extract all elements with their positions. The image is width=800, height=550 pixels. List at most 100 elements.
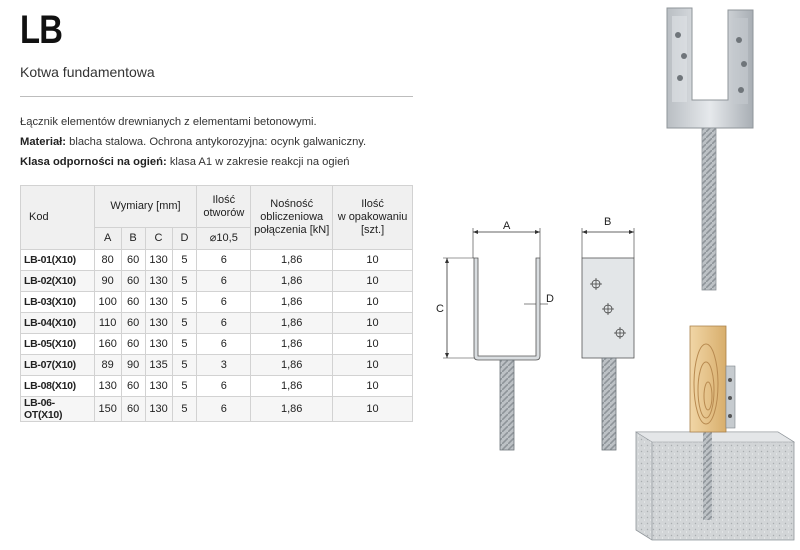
material-text: blacha stalowa. Ochrona antykorozyjna: o…: [69, 136, 367, 148]
front-view-drawing: A C D: [436, 220, 554, 451]
cell-c: 130: [144, 333, 173, 355]
cell-b: 60: [120, 270, 146, 292]
cell-load: 1,86: [250, 396, 334, 422]
cell-a: 89: [93, 354, 122, 376]
cell-holes: 6: [196, 333, 252, 355]
cell-qty: 10: [332, 396, 413, 422]
header-b: B: [120, 227, 146, 250]
cell-c: 130: [144, 249, 173, 271]
cell-qty: 10: [332, 249, 413, 271]
cell-d: 5: [171, 270, 198, 292]
cell-d: 5: [171, 375, 198, 397]
cell-a: 100: [93, 291, 122, 313]
cell-load: 1,86: [250, 270, 334, 292]
cell-b: 60: [120, 375, 146, 397]
cell-b: 60: [120, 333, 146, 355]
cell-kod: LB-03(X10): [20, 291, 95, 313]
cell-b: 60: [120, 291, 146, 313]
header-c: C: [144, 227, 173, 250]
cell-load: 1,86: [250, 249, 334, 271]
cell-qty: 10: [332, 333, 413, 355]
cell-load: 1,86: [250, 375, 334, 397]
cell-d: 5: [171, 354, 198, 376]
header-d: D: [171, 227, 198, 250]
installation-illustration: [634, 325, 796, 541]
description-fire-class: Klasa odporności na ogień: klasa A1 w za…: [20, 152, 366, 172]
cell-holes: 3: [196, 354, 252, 376]
description-material: Materiał: blacha stalowa. Ochrona antyko…: [20, 132, 366, 152]
cell-d: 5: [171, 333, 198, 355]
cell-load: 1,86: [250, 333, 334, 355]
anchor-photo: [666, 7, 754, 291]
cell-kod: LB-08(X10): [20, 375, 95, 397]
cell-a: 90: [93, 270, 122, 292]
cell-d: 5: [171, 291, 198, 313]
material-label: Materiał:: [20, 136, 67, 148]
cell-holes: 6: [196, 249, 252, 271]
cell-c: 130: [144, 291, 173, 313]
dim-label-a: A: [503, 220, 511, 232]
cell-qty: 10: [332, 354, 413, 376]
cell-b: 90: [120, 354, 146, 376]
product-description: Łącznik elementów drewnianych z elementa…: [20, 112, 366, 172]
cell-qty: 10: [332, 312, 413, 334]
drawings-svg: A C D B: [436, 7, 796, 541]
cell-c: 130: [144, 396, 173, 422]
cell-holes: 6: [196, 291, 252, 313]
cell-holes: 6: [196, 375, 252, 397]
cell-d: 5: [171, 249, 198, 271]
cell-kod: LB-02(X10): [20, 270, 95, 292]
cell-c: 130: [144, 270, 173, 292]
technical-drawings: A C D B: [430, 0, 800, 550]
cell-load: 1,86: [250, 291, 334, 313]
cell-c: 135: [144, 354, 173, 376]
side-view-drawing: B: [581, 216, 635, 451]
cell-qty: 10: [332, 291, 413, 313]
cell-a: 80: [93, 249, 122, 271]
cell-a: 160: [93, 333, 122, 355]
cell-qty: 10: [332, 270, 413, 292]
header-hole-diameter: ⌀10,5: [196, 227, 252, 250]
cell-b: 60: [120, 312, 146, 334]
cell-kod: LB-07(X10): [20, 354, 95, 376]
dim-label-d: D: [546, 293, 554, 305]
fire-label: Klasa odporności na ogień:: [20, 156, 167, 168]
cell-kod: LB-04(X10): [20, 312, 95, 334]
dim-label-c: C: [436, 303, 444, 315]
cell-a: 150: [93, 396, 122, 422]
cell-load: 1,86: [250, 312, 334, 334]
page-subtitle: Kotwa fundamentowa: [20, 64, 155, 80]
cell-load: 1,86: [250, 354, 334, 376]
dim-label-b: B: [604, 216, 611, 228]
page-title: LB: [20, 8, 63, 52]
cell-qty: 10: [332, 375, 413, 397]
cell-b: 60: [120, 249, 146, 271]
header-a: A: [93, 227, 122, 250]
header-kod: Kod: [20, 185, 95, 250]
cell-kod: LB-05(X10): [20, 333, 95, 355]
cell-kod: LB-06-OT(X10): [20, 396, 95, 422]
cell-d: 5: [171, 312, 198, 334]
cell-b: 60: [120, 396, 146, 422]
cell-holes: 6: [196, 312, 252, 334]
title-divider: [20, 96, 413, 97]
fire-text: klasa A1 w zakresie reakcji na ogień: [169, 156, 350, 168]
cell-a: 130: [93, 375, 122, 397]
cell-c: 130: [144, 312, 173, 334]
cell-c: 130: [144, 375, 173, 397]
cell-holes: 6: [196, 270, 252, 292]
cell-a: 110: [93, 312, 122, 334]
header-wymiary: Wymiary [mm]: [93, 185, 198, 228]
